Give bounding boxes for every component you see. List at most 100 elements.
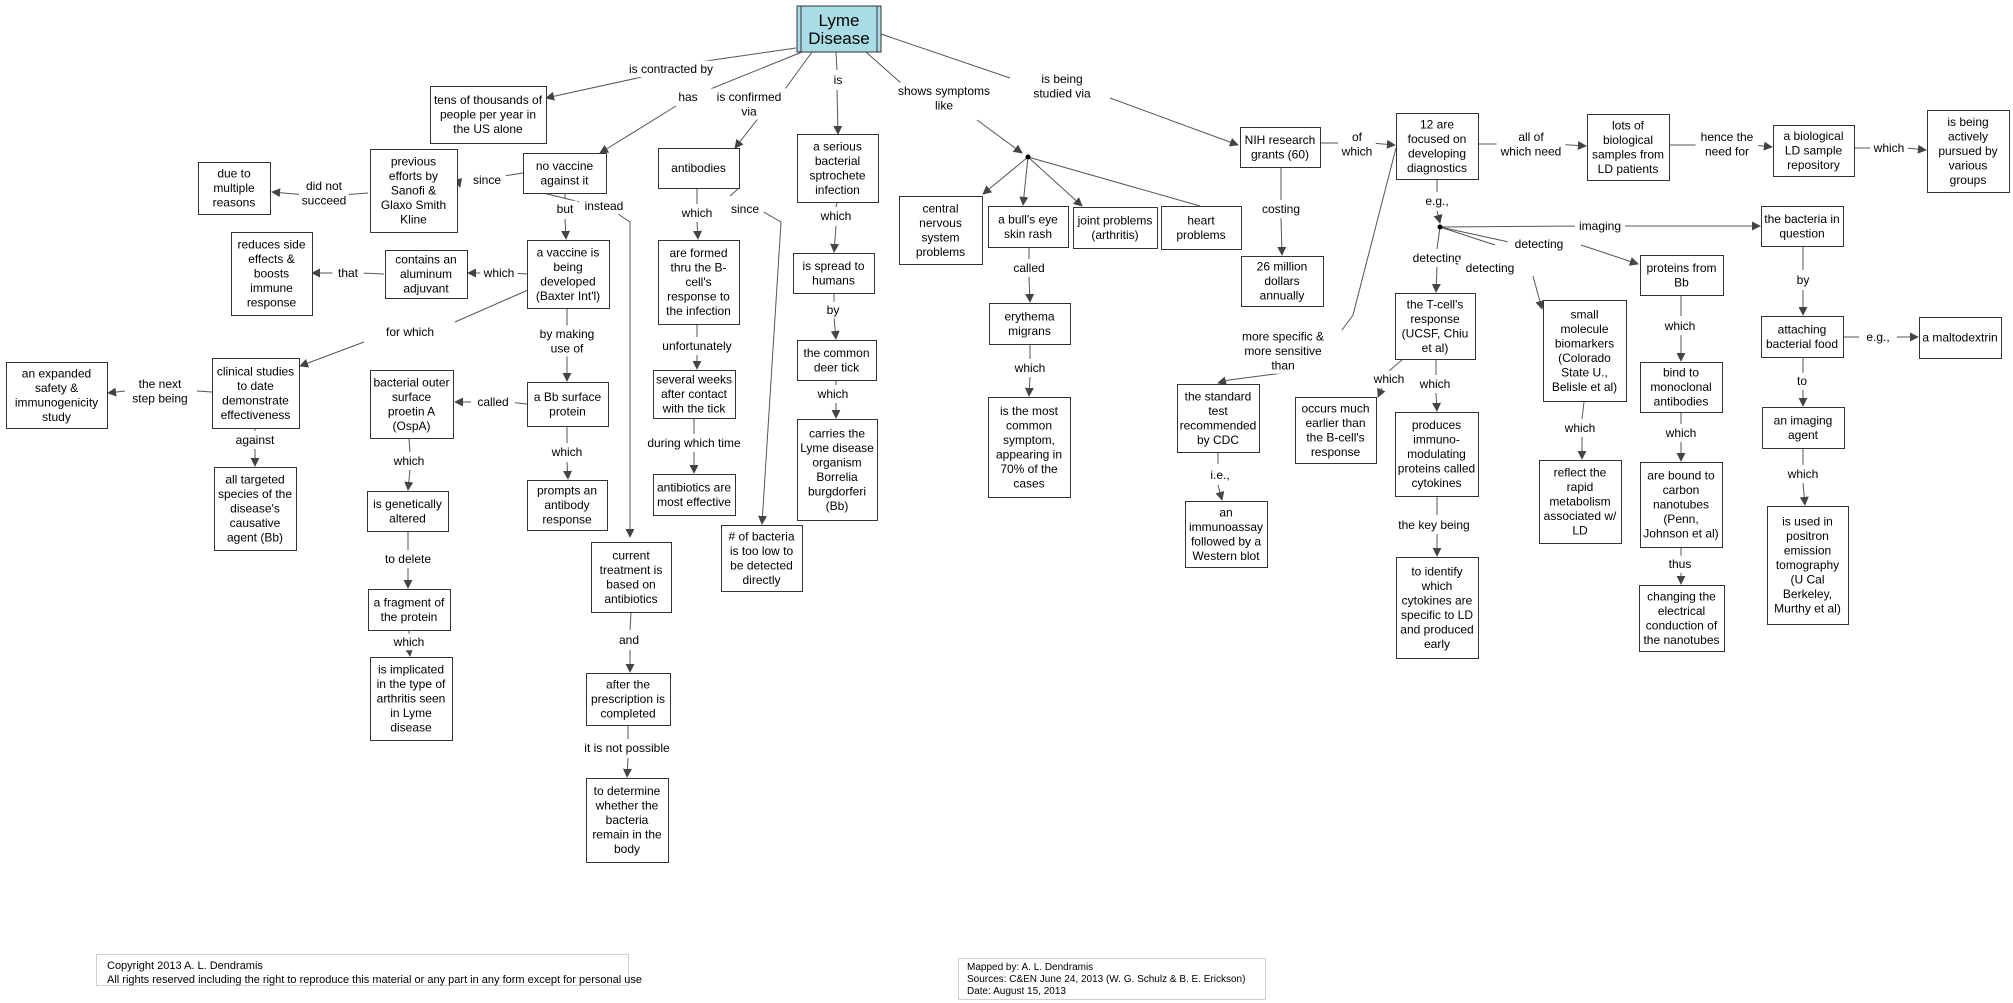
link-phrase-line: e.g., [1866, 330, 1889, 344]
connector-line [729, 188, 739, 197]
concept-line: groups [1950, 173, 1987, 187]
connector-line [1439, 225, 1586, 228]
connector-line [545, 76, 643, 101]
concept-line: (Colorado [1558, 351, 1611, 365]
link-phrase-thus: thus [1664, 555, 1696, 573]
concept-line: small [1570, 307, 1598, 321]
concept-line: (Penn, [1663, 512, 1698, 526]
concept-line: adjuvant [403, 282, 449, 296]
concept-line: attaching [1778, 322, 1827, 336]
concept-line: disease's [230, 502, 280, 516]
link-phrase-line: since [473, 173, 501, 187]
link-phrase-line: more sensitive [1244, 344, 1322, 358]
link-phrase-line: but [557, 202, 574, 216]
concept-line: a maltodextrin [1922, 331, 1997, 345]
root-concept-line: Lyme [819, 11, 860, 30]
connector-line [1532, 275, 1545, 310]
concept-line: metabolism [1549, 495, 1610, 509]
concept-line: being [553, 260, 582, 274]
concept-line: disease [390, 721, 432, 735]
concept-line: burgdorferi [808, 484, 866, 498]
concept-maltodextrin[interactable]: a maltodextrin [1919, 317, 2002, 359]
concept-line: demonstrate [222, 393, 289, 407]
concept-line: various [1949, 159, 1988, 173]
link-phrase-line: which [393, 635, 425, 649]
concept-line: antibiotics [604, 592, 657, 606]
link-phrase-line: for which [386, 325, 434, 339]
concept-line: based on [606, 578, 655, 592]
concept-line: LD sample [1785, 144, 1843, 158]
connector-line [1433, 210, 1443, 224]
concept-line: (OspA) [392, 419, 430, 433]
concept-antibodies[interactable]: antibodies [658, 148, 740, 189]
link-phrase-line: like [935, 99, 953, 113]
concept-line: study [42, 410, 71, 424]
concept-line: the protein [381, 610, 438, 624]
concept-nanotubes[interactable]: are bound tocarbonnanotubes(Penn,Johnson… [1640, 462, 1723, 548]
concept-line: 26 million [1257, 260, 1308, 274]
concept-line: emission [1784, 544, 1831, 558]
junction-dot [1437, 224, 1443, 230]
concept-line: whether the [595, 799, 659, 813]
concept-line: efforts by [389, 169, 438, 183]
concept-line: joint problems [1077, 213, 1153, 227]
concept-line: is being [1947, 115, 1988, 129]
concept-line: response [1311, 445, 1361, 459]
concept-joint[interactable]: joint problems(arthritis) [1073, 207, 1158, 249]
